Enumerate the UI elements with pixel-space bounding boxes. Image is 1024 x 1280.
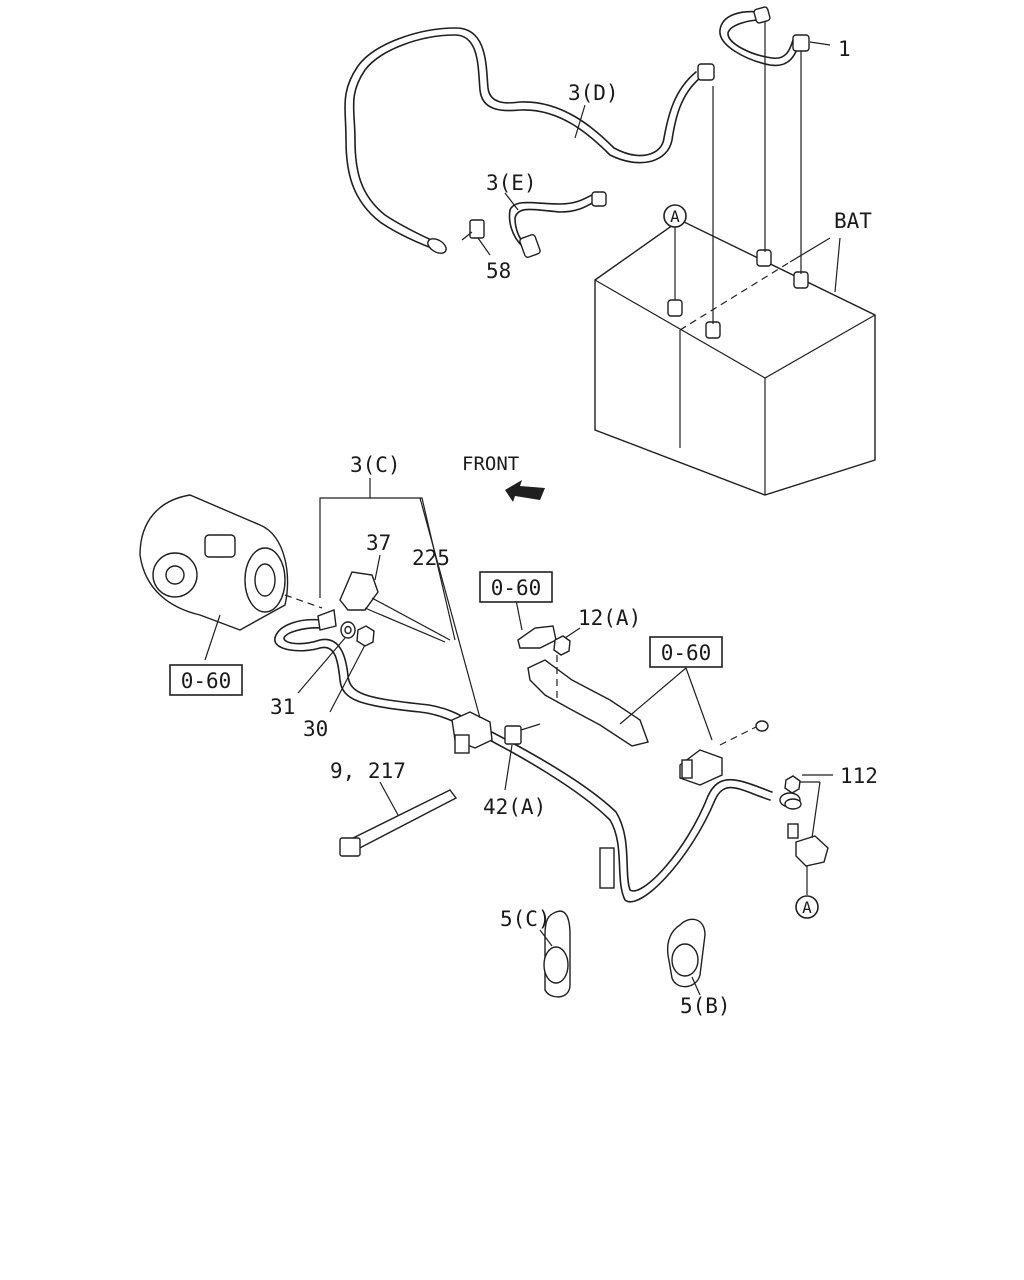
label-cable-3e: 3(E) (486, 171, 537, 195)
label-part-58: 58 (486, 259, 511, 283)
terminal-cover-37 (339, 571, 451, 643)
starter-motor (139, 494, 323, 631)
label-bat: BAT (834, 209, 872, 233)
leader-lines (204, 104, 841, 996)
label-part-42a: 42(A) (483, 795, 546, 819)
washer-31 (340, 621, 356, 639)
clip-225 (451, 711, 493, 754)
label-front: FRONT (462, 453, 519, 475)
positive-cable-1 (719, 6, 831, 274)
cable-3e (508, 191, 607, 258)
bracket-upper (517, 625, 649, 747)
label-cable-3d: 3(D) (568, 81, 619, 105)
label-part-9-217: 9, 217 (330, 759, 406, 783)
ref-box-0-60-left: 0-60 (169, 664, 243, 696)
label-part-5c: 5(C) (500, 907, 551, 931)
label-part-1: 1 (838, 37, 851, 61)
cable-tie-9-217 (339, 789, 458, 857)
label-part-30: 30 (303, 717, 328, 741)
ref-circle-a-top: A (663, 204, 687, 228)
label-part-225: 225 (412, 546, 450, 570)
nut-30 (356, 625, 375, 647)
bracket-lower (679, 720, 769, 786)
clamp-5c (543, 910, 571, 998)
ref-label-a-bottom: A (802, 898, 812, 917)
ref-box-0-60-mid: 0-60 (479, 571, 553, 603)
label-part-5b: 5(B) (680, 994, 731, 1018)
ref-box-0-60-right: 0-60 (649, 636, 723, 668)
ref-label-0-60-mid: 0-60 (491, 576, 542, 600)
ref-label-a-top: A (670, 207, 680, 226)
clamp-5b (666, 918, 706, 988)
bolt-42a (504, 723, 541, 745)
label-part-31: 31 (270, 695, 295, 719)
front-arrow (505, 480, 545, 502)
bolt-58 (461, 219, 485, 241)
battery (594, 219, 876, 496)
ref-label-0-60-left: 0-60 (181, 669, 232, 693)
cable-3d (344, 27, 715, 324)
ref-label-0-60-right: 0-60 (661, 641, 712, 665)
ref-circle-a-bottom: A (795, 895, 819, 919)
label-part-112: 112 (840, 764, 878, 788)
label-cable-3c: 3(C) (350, 453, 401, 477)
label-part-12a: 12(A) (578, 606, 641, 630)
terminal-block-112 (784, 775, 829, 867)
label-part-37: 37 (366, 531, 391, 555)
